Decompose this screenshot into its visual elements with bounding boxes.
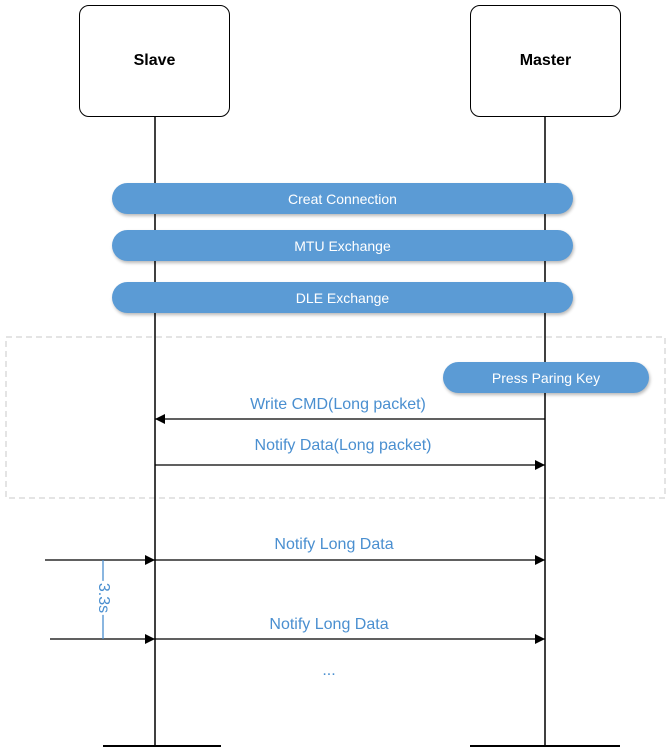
press-paring-key-label: Press Paring Key [491,369,601,386]
interval-label: 3.3s [95,580,112,616]
master-participant: Master [470,5,621,117]
notify-data-label: Notify Data(Long packet) [254,437,432,454]
notify-long-data-label-1: Notify Long Data [274,536,394,553]
press-paring-key-bar: Press Paring Key [443,362,649,393]
mtu-exchange-bar: MTU Exchange [112,230,573,261]
notify-long-data-label-2: Notify Long Data [269,616,389,633]
write-cmd-label: Write CMD(Long packet) [250,396,426,413]
mtu-exchange-label: MTU Exchange [294,237,391,254]
dle-exchange-bar: DLE Exchange [112,282,573,313]
slave-label: Slave [133,52,176,69]
slave-participant: Slave [79,5,230,117]
continuation-ellipsis: ... [322,662,336,679]
creat-connection-bar: Creat Connection [112,183,573,214]
dle-exchange-label: DLE Exchange [295,289,390,306]
master-label: Master [519,52,572,69]
creat-connection-label: Creat Connection [288,190,397,207]
